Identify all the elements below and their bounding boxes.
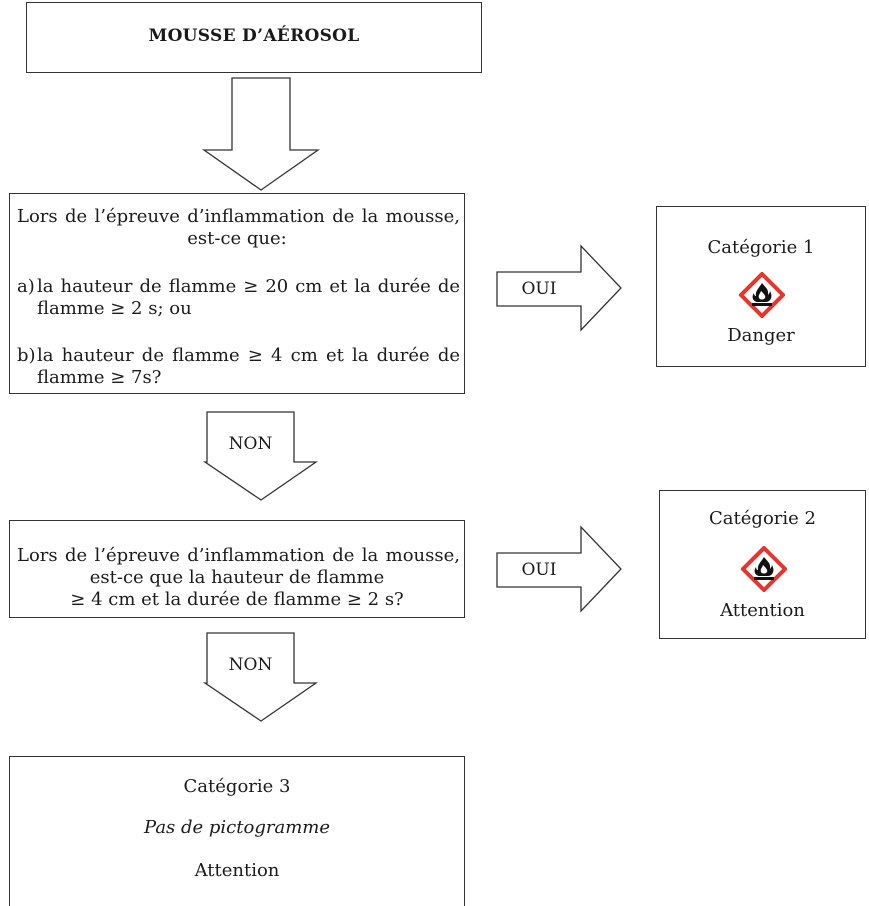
q1-a-line1: la hauteur de flamme ≥ 20 cm et la durée… (37, 276, 460, 297)
category-1-box: Catégorie 1 Danger (656, 206, 866, 367)
q2-line2: est-ce que la hauteur de flamme (89, 567, 385, 588)
q1-a-prefix: a) (17, 276, 35, 297)
cat3-signal-word: Attention (194, 860, 280, 881)
flame-pictogram-icon (739, 272, 785, 318)
oui-label-1: OUI (521, 279, 557, 299)
q1-line2: est-ce que: (187, 228, 287, 249)
non-label-1: NON (228, 434, 273, 454)
right-arrow-oui-2 (496, 525, 622, 613)
cat1-label: Catégorie 1 (707, 237, 815, 258)
q1-line1: Lors de l’épreuve d’inflammation de la m… (17, 206, 460, 227)
down-arrow-1 (201, 77, 321, 191)
q2-line1: Lors de l’épreuve d’inflammation de la m… (17, 545, 460, 566)
cat3-label: Catégorie 3 (183, 776, 291, 797)
q1-a-line2: flamme ≥ 2 s; ou (37, 298, 192, 319)
q1-b-line2: flamme ≥ 7s? (37, 367, 162, 388)
cat1-signal-word: Danger (727, 325, 795, 346)
right-arrow-oui-1 (496, 244, 622, 332)
category-2-box: Catégorie 2 Attention (659, 490, 866, 639)
down-arrow-non-2 (202, 632, 319, 722)
q2-line3: ≥ 4 cm et la durée de flamme ≥ 2 s? (70, 589, 404, 610)
q1-b-prefix: b) (17, 345, 36, 366)
oui-label-2: OUI (521, 560, 557, 580)
cat2-label: Catégorie 2 (709, 508, 816, 529)
start-title: MOUSSE D’AÉROSOL (148, 26, 360, 46)
non-label-2: NON (228, 655, 273, 675)
question-1-box: Lors de l’épreuve d’inflammation de la m… (9, 193, 465, 394)
category-3-box: Catégorie 3 Pas de pictogramme Attention (9, 756, 465, 906)
cat2-signal-word: Attention (720, 600, 805, 621)
flame-pictogram-icon (741, 546, 787, 592)
q1-b-line1: la hauteur de flamme ≥ 4 cm et la durée … (37, 345, 460, 366)
start-box: MOUSSE D’AÉROSOL (26, 2, 482, 73)
question-2-box: Lors de l’épreuve d’inflammation de la m… (9, 520, 465, 618)
cat3-pictogram-text: Pas de pictogramme (144, 817, 330, 838)
down-arrow-non-1 (202, 411, 319, 501)
